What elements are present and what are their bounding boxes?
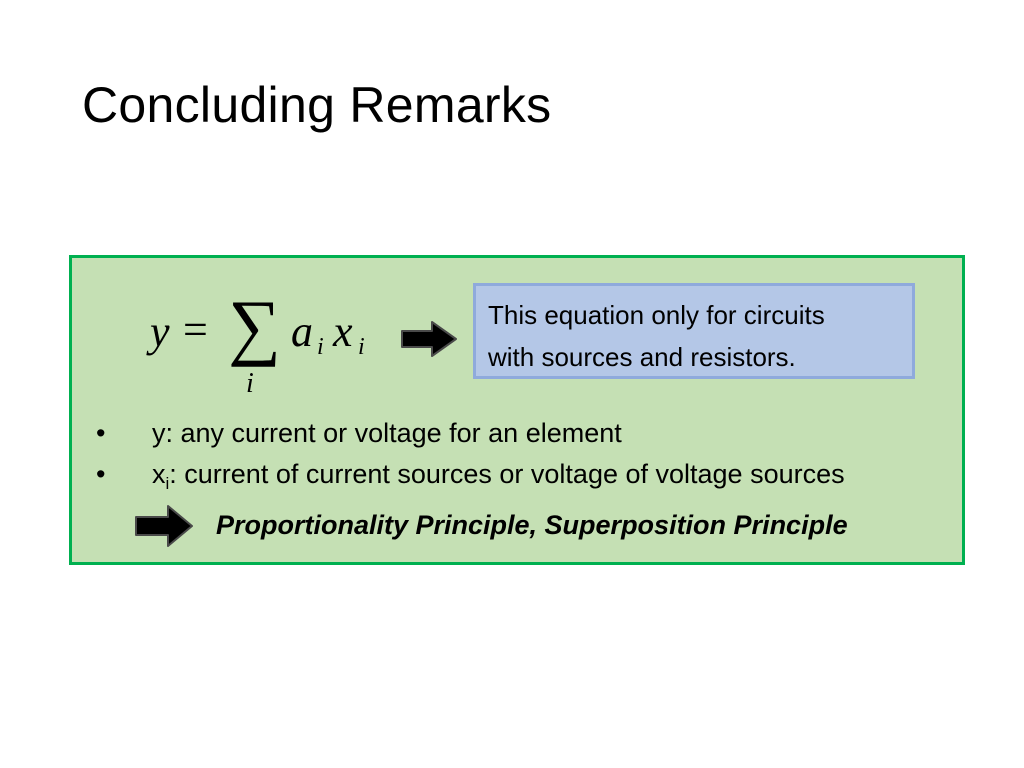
arrow-right-icon — [135, 505, 193, 547]
bullet-list: • y: any current or voltage for an eleme… — [96, 416, 845, 498]
bullet-text-prefix: x — [152, 459, 166, 489]
bullet-marker: • — [96, 418, 106, 448]
bullet-marker: • — [96, 459, 106, 489]
bullet-text: y: any current or voltage for an element — [152, 418, 622, 448]
summary-box: y = ∑ i a i x i This equation only for c… — [69, 255, 965, 565]
equation-coefficient-subscript: i — [317, 334, 324, 360]
note-callout: This equation only for circuits with sou… — [473, 283, 915, 379]
equation-lhs: y — [150, 307, 170, 356]
summation-symbol: ∑ — [228, 286, 281, 368]
list-item: • xi: current of current sources or volt… — [96, 457, 845, 498]
note-line-2: with sources and resistors. — [488, 342, 796, 372]
conclusion-text: Proportionality Principle, Superposition… — [216, 510, 848, 540]
equation-equals: = — [183, 305, 208, 354]
note-line-1: This equation only for circuits — [488, 300, 825, 330]
arrow-right-icon — [401, 321, 457, 357]
summation-index: i — [246, 368, 254, 399]
superposition-equation: y = ∑ i a i x i — [150, 286, 390, 406]
equation-variable: x — [333, 307, 353, 356]
bullet-subscript: i — [165, 474, 170, 493]
slide-title: Concluding Remarks — [82, 77, 552, 133]
list-item: • y: any current or voltage for an eleme… — [96, 416, 845, 457]
bullet-text: : current of current sources or voltage … — [169, 459, 845, 489]
equation-variable-subscript: i — [358, 334, 365, 360]
equation-coefficient: a — [291, 307, 313, 356]
